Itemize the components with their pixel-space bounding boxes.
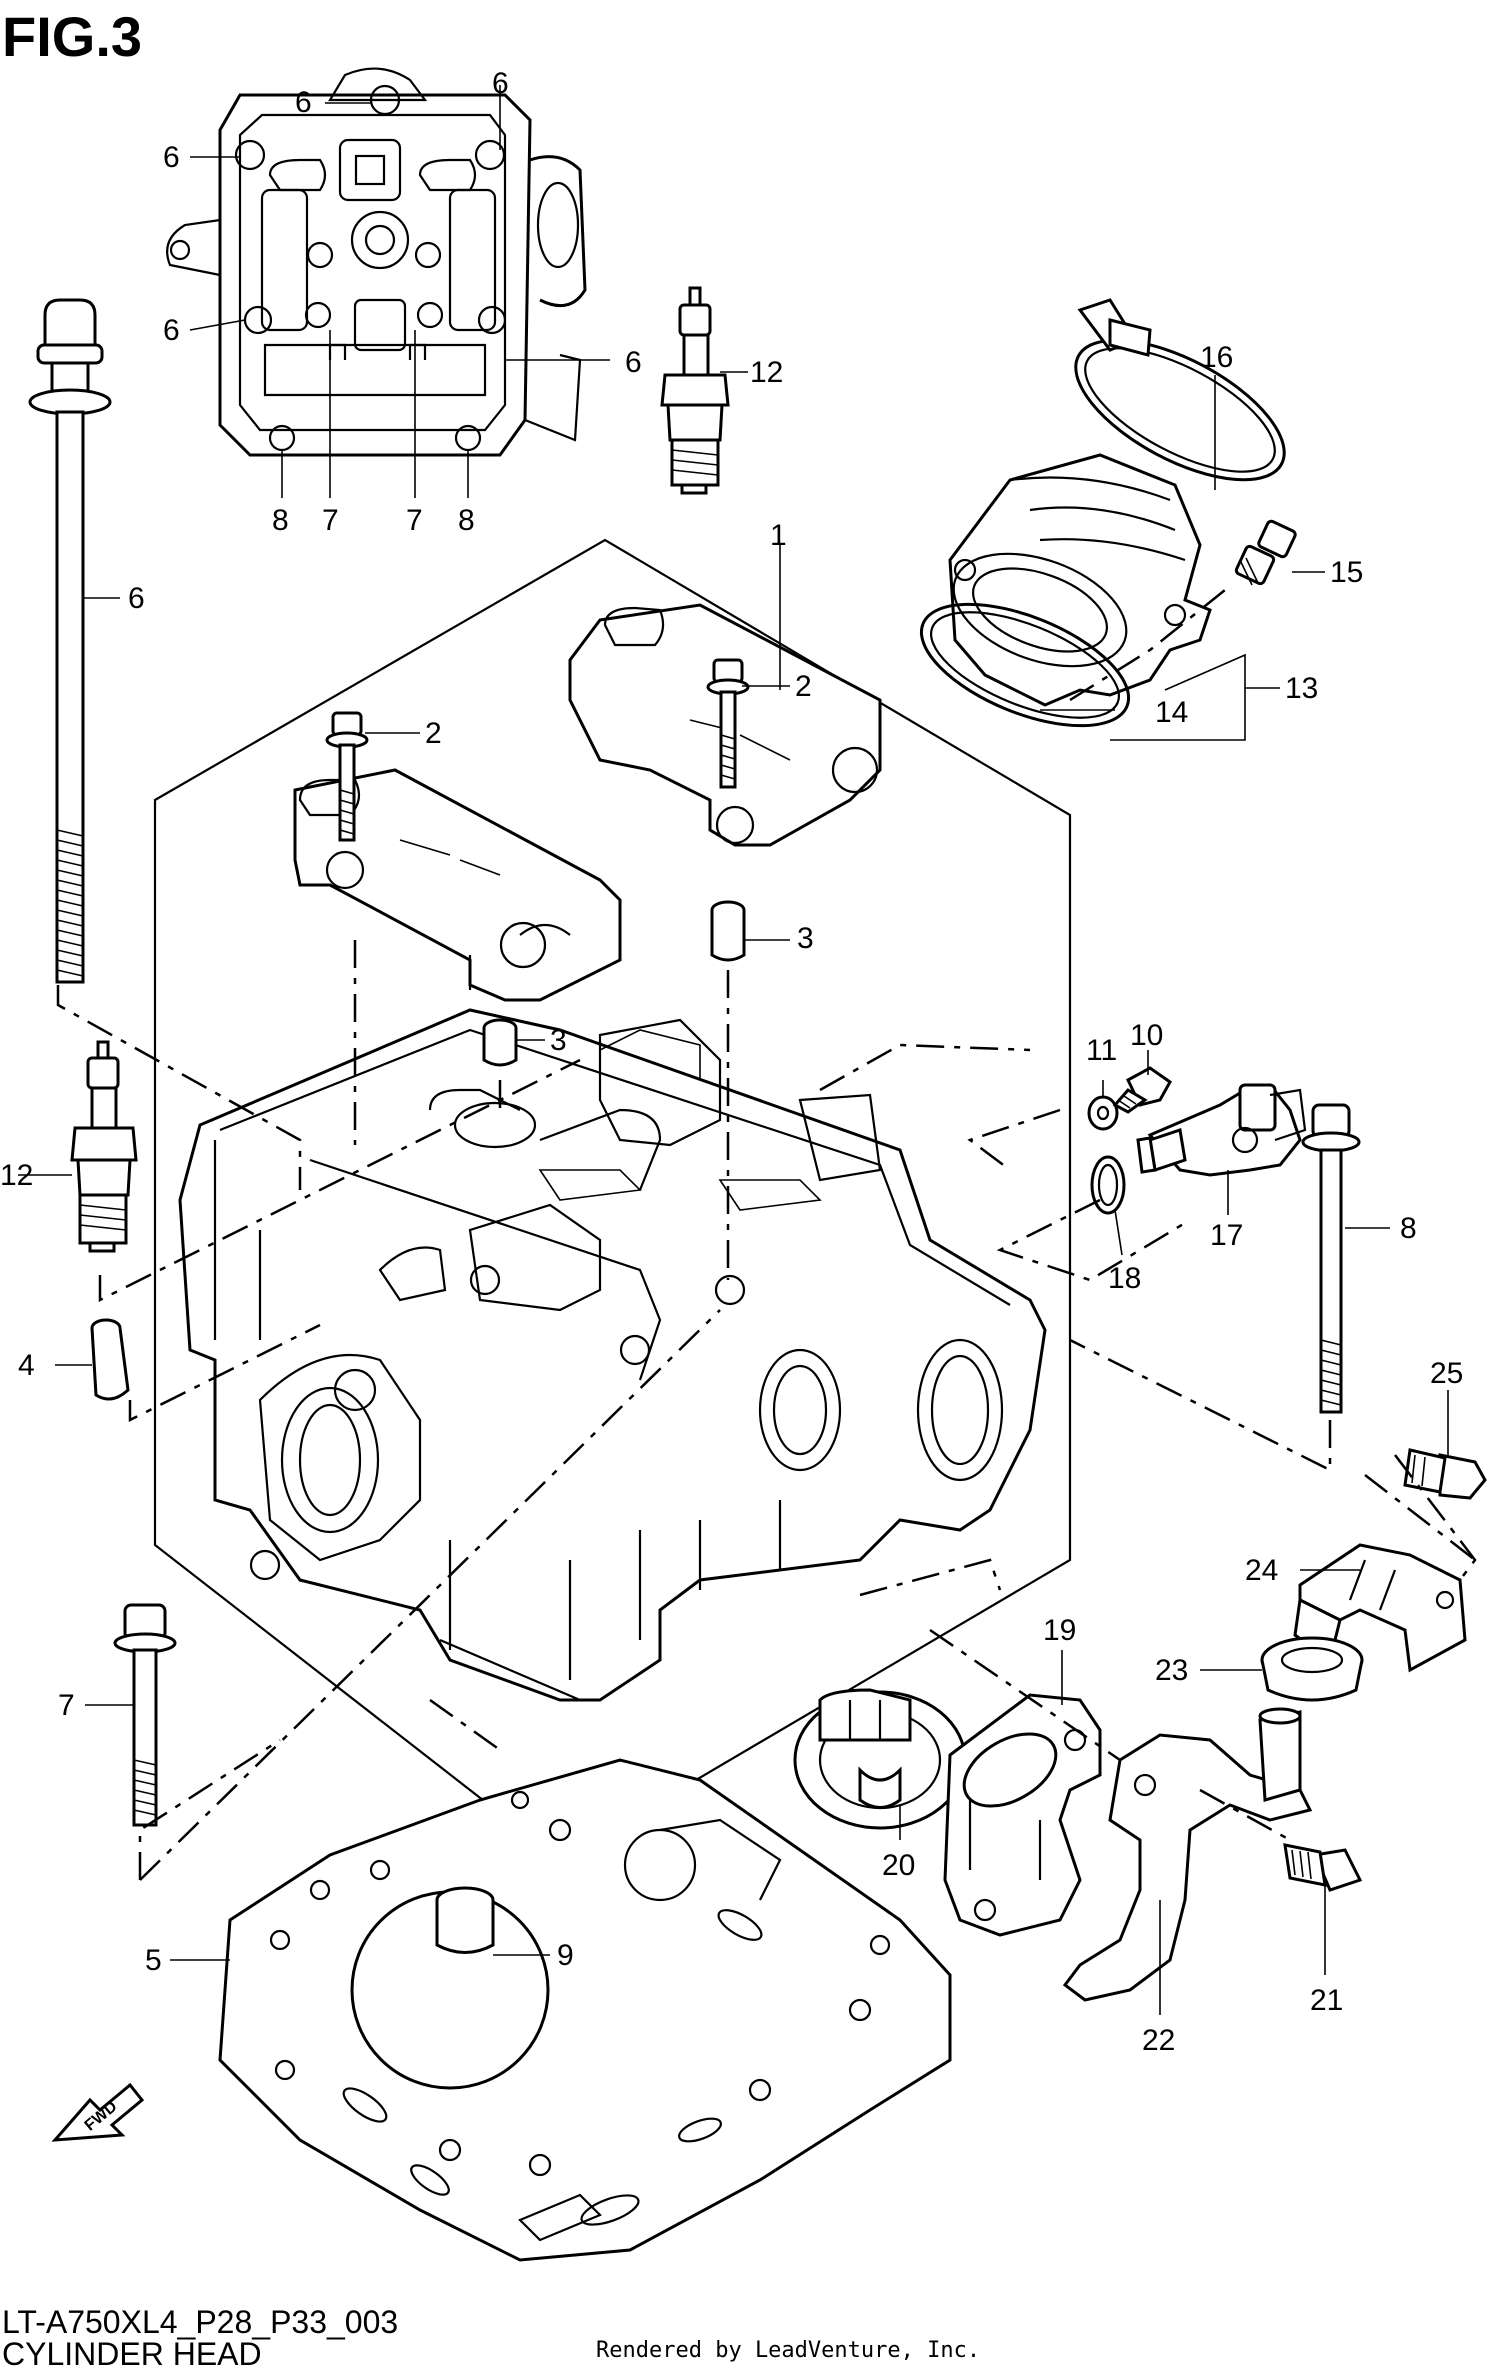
bolt-2-left bbox=[325, 711, 369, 842]
callout-1: 1 bbox=[770, 519, 787, 552]
callout-labels: 6 6 6 6 6 8 7 7 8 12 6 1 2 2 3 3 16 15 1… bbox=[0, 67, 1463, 2057]
o-ring-18 bbox=[1090, 1155, 1126, 1215]
callout-23: 23 bbox=[1155, 1654, 1188, 1687]
callout-18: 18 bbox=[1108, 1262, 1141, 1295]
head-gasket-5 bbox=[218, 1758, 952, 2262]
cylinder-head-box-1 bbox=[153, 538, 1072, 1862]
callout-7a: 7 bbox=[322, 504, 339, 537]
callout-7c: 7 bbox=[58, 1689, 75, 1722]
bolt-8 bbox=[1301, 1103, 1361, 1414]
callout-14: 14 bbox=[1155, 696, 1188, 729]
callout-3b: 3 bbox=[550, 1024, 567, 1057]
dowel-pin-3-lower bbox=[482, 1018, 518, 1067]
spark-plug-12-top bbox=[660, 286, 730, 495]
bolt-25 bbox=[1403, 1448, 1487, 1500]
spark-plug-12-left bbox=[70, 1040, 138, 1253]
leader-lines bbox=[18, 85, 1449, 2015]
callout-24: 24 bbox=[1245, 1554, 1278, 1587]
screw-21 bbox=[1283, 1843, 1363, 1892]
thermostat-case-19 bbox=[943, 1693, 1102, 1937]
render-credit: Rendered by LeadVenture, Inc. bbox=[596, 2338, 981, 2363]
callout-11: 11 bbox=[1086, 1034, 1117, 1067]
figure-title: FIG.3 bbox=[2, 5, 143, 68]
bolt-2-right bbox=[706, 658, 750, 789]
callout-8b: 8 bbox=[458, 504, 475, 537]
dowel-pin-9 bbox=[435, 1886, 495, 1954]
callout-7b: 7 bbox=[406, 504, 423, 537]
sensor-17 bbox=[1136, 1083, 1307, 1177]
callout-9: 9 bbox=[557, 1939, 574, 1972]
callout-12a: 12 bbox=[750, 356, 783, 389]
assembly-center-lines bbox=[56, 589, 1477, 1881]
callout-8a: 8 bbox=[272, 504, 289, 537]
clamp-16 bbox=[1074, 298, 1286, 482]
figure-name: CYLINDER HEAD bbox=[2, 2336, 262, 2372]
thermostat-20 bbox=[793, 1688, 967, 1830]
forward-arrow-icon: FWD bbox=[51, 2082, 145, 2142]
callout-6e: 6 bbox=[625, 346, 642, 379]
gasket-14 bbox=[919, 602, 1131, 728]
callout-6c: 6 bbox=[163, 141, 180, 174]
callout-2a: 2 bbox=[425, 717, 442, 750]
callout-6a: 6 bbox=[295, 86, 312, 119]
callout-12b: 12 bbox=[0, 1159, 33, 1192]
washer-11 bbox=[1087, 1095, 1119, 1131]
callout-6f: 6 bbox=[128, 582, 145, 615]
callout-21: 21 bbox=[1310, 1984, 1343, 2017]
model-code: LT-A750XL4_P28_P33_003 bbox=[2, 2304, 399, 2340]
callout-19: 19 bbox=[1043, 1614, 1076, 1647]
callout-6d: 6 bbox=[163, 314, 180, 347]
bolt-10 bbox=[1112, 1066, 1172, 1114]
head-top-view bbox=[166, 67, 587, 457]
callout-15: 15 bbox=[1330, 556, 1363, 589]
stud-bolt-6 bbox=[28, 298, 112, 984]
intake-pipe-13 bbox=[948, 453, 1212, 707]
callout-16: 16 bbox=[1200, 341, 1233, 374]
callout-22: 22 bbox=[1142, 2024, 1175, 2057]
callout-10: 10 bbox=[1130, 1019, 1163, 1052]
cushion-23 bbox=[1260, 1636, 1364, 1702]
callout-13: 13 bbox=[1285, 672, 1318, 705]
dowel-pin-3-upper bbox=[710, 900, 746, 962]
bolt-7 bbox=[113, 1603, 177, 1827]
callout-4: 4 bbox=[18, 1349, 35, 1382]
callout-20: 20 bbox=[882, 1849, 915, 1882]
callout-6b: 6 bbox=[492, 67, 509, 100]
callout-8c: 8 bbox=[1400, 1212, 1417, 1245]
bracket-22 bbox=[1062, 1707, 1313, 2002]
camshaft-holder-left bbox=[293, 768, 622, 1002]
dowel-pin-4 bbox=[90, 1318, 130, 1401]
callout-25: 25 bbox=[1430, 1357, 1463, 1390]
callout-17: 17 bbox=[1210, 1219, 1243, 1252]
cylinder-head-body bbox=[178, 1008, 1047, 1702]
callout-3a: 3 bbox=[797, 922, 814, 955]
screw-15 bbox=[1234, 519, 1297, 586]
callout-2b: 2 bbox=[795, 670, 812, 703]
callout-5: 5 bbox=[145, 1944, 162, 1977]
